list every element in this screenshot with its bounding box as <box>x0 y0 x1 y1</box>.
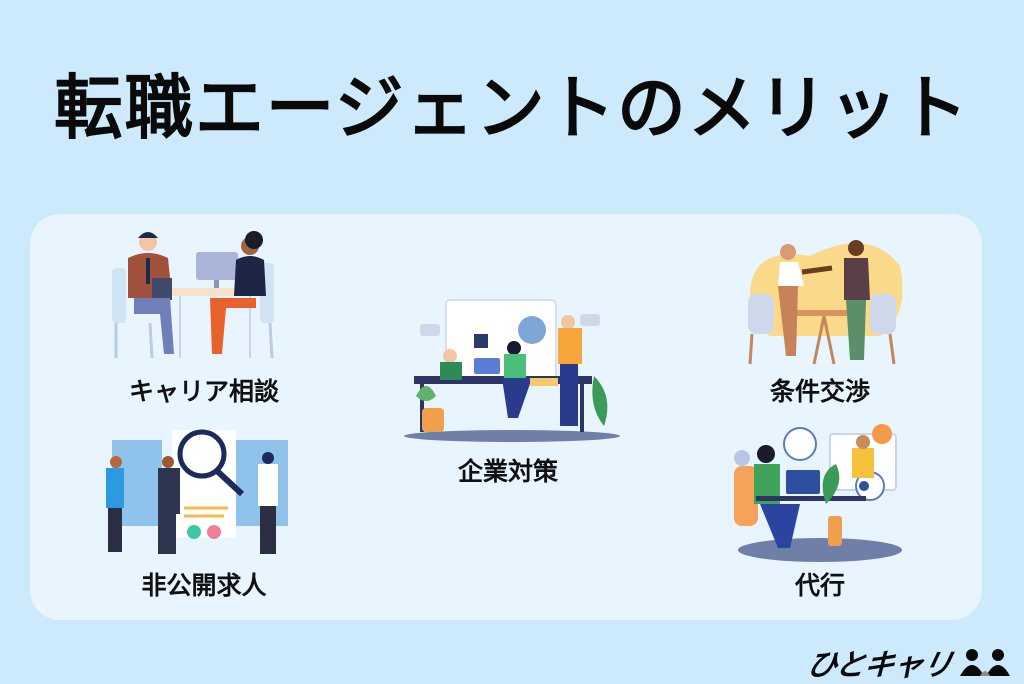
people-icon <box>960 649 1011 676</box>
company-preparation-illustration <box>404 299 620 442</box>
card-label: 非公開求人 <box>141 571 267 600</box>
logo-text: ひとキャリ <box>803 648 956 683</box>
career-consultation-illustration <box>112 231 274 359</box>
card-label: 条件交渉 <box>769 377 870 406</box>
card-label: 代行 <box>794 571 845 600</box>
card-label: 企業対策 <box>457 457 558 486</box>
card-label: キャリア相談 <box>128 377 279 406</box>
private-job-listing-illustration <box>106 429 288 554</box>
condition-negotiation-illustration <box>748 240 903 365</box>
proxy-service-illustration <box>734 424 902 562</box>
page-title: 転職エージェントのメリット <box>54 67 970 149</box>
site-logo[interactable]: ひとキャリ <box>804 644 1014 683</box>
